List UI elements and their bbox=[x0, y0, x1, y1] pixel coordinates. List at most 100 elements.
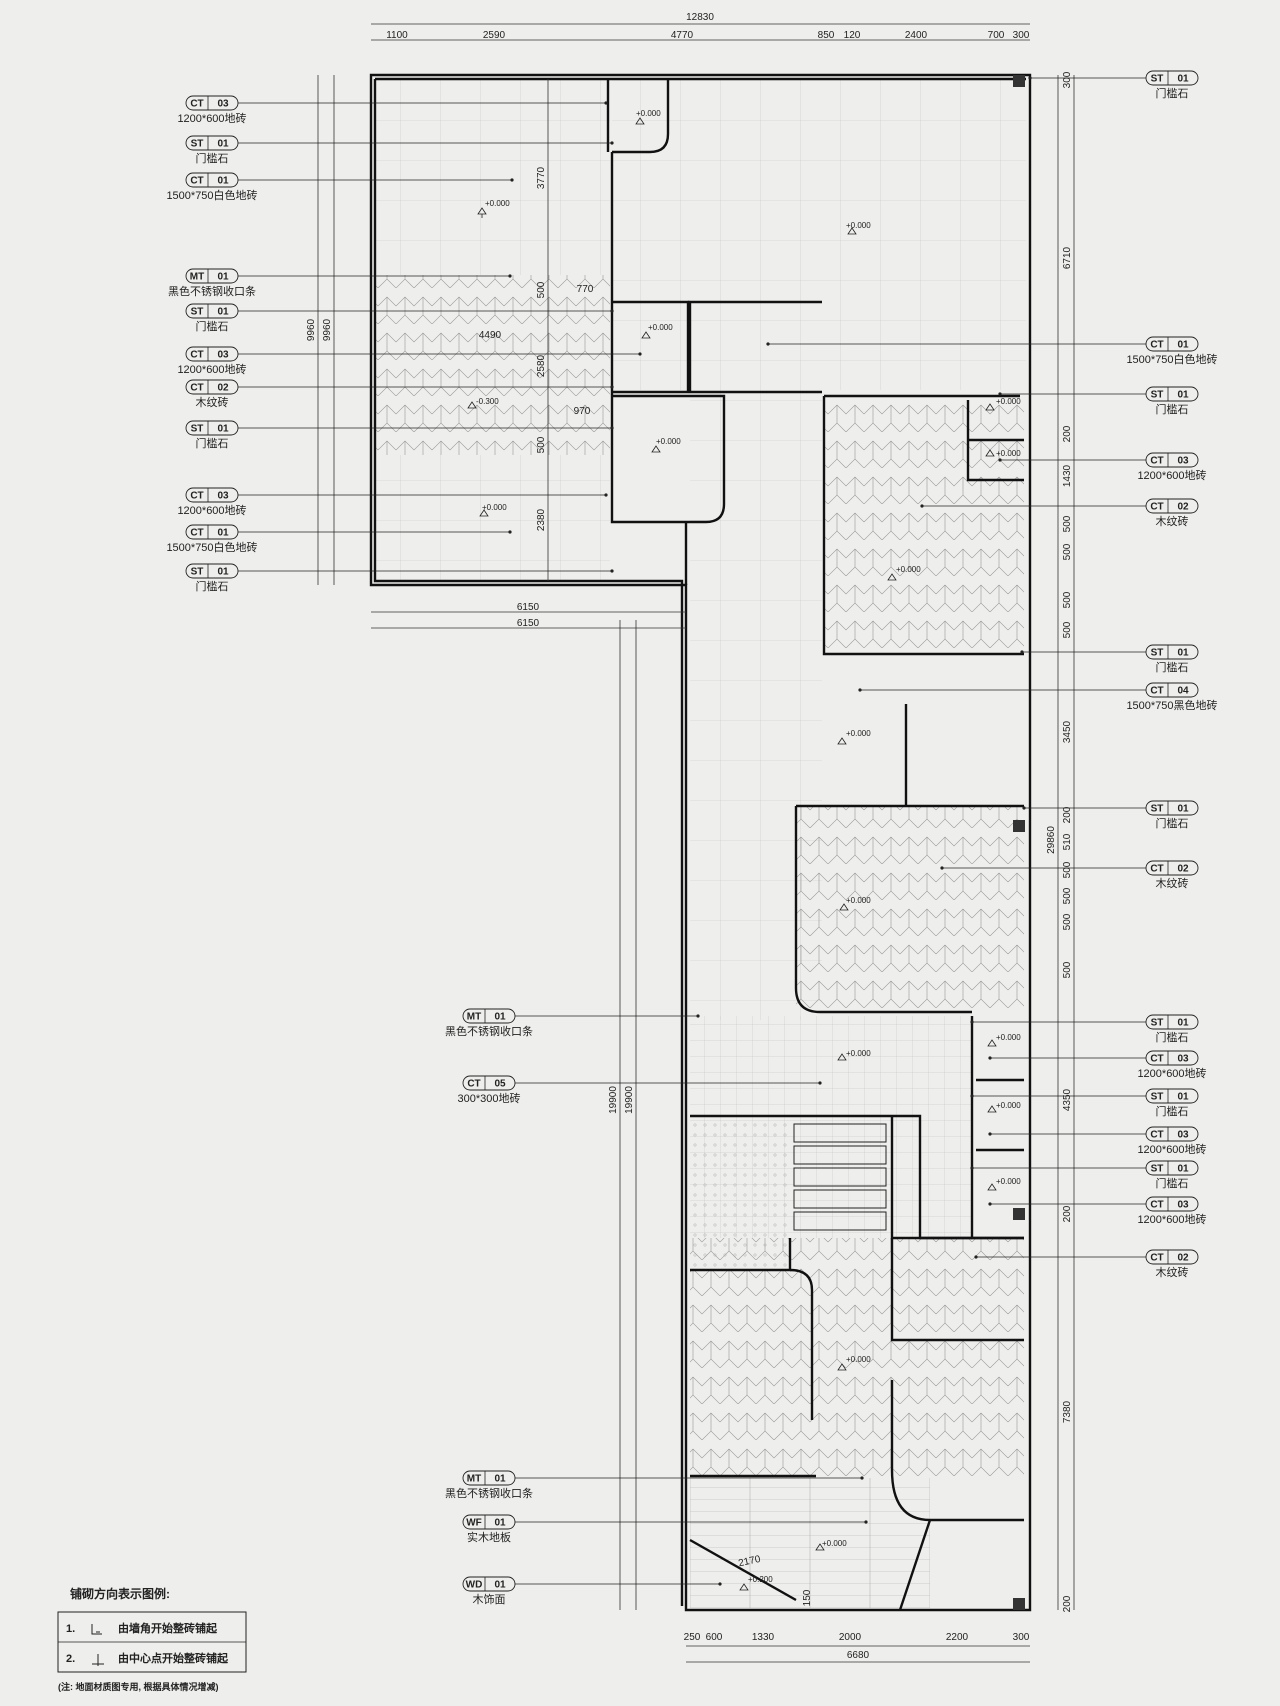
level-mark: +0.000 bbox=[837, 1049, 871, 1061]
callout-label: 实木地板 bbox=[467, 1530, 511, 1544]
svg-text:+0.000: +0.000 bbox=[648, 323, 673, 332]
callout-number: 04 bbox=[1177, 686, 1189, 697]
callout-point bbox=[638, 352, 642, 356]
callout-number: 01 bbox=[1177, 1092, 1189, 1103]
svg-text:+0.000: +0.000 bbox=[996, 1033, 1021, 1042]
callout-point bbox=[970, 1094, 974, 1098]
callout-number: 01 bbox=[1177, 1164, 1189, 1175]
level-mark: +0.000 bbox=[987, 1177, 1021, 1191]
svg-text:+0.200: +0.200 bbox=[748, 1575, 773, 1584]
level-mark: +0.000 bbox=[839, 896, 871, 911]
level-mark: +0.000 bbox=[641, 323, 673, 339]
callout-number: 01 bbox=[217, 424, 229, 435]
callout-label: 1200*600地砖 bbox=[1137, 468, 1206, 482]
callout-point bbox=[696, 1014, 700, 1018]
callout-code: ST bbox=[191, 567, 204, 578]
svg-text:+0.000: +0.000 bbox=[846, 1049, 871, 1058]
dim-diag-2170: 2170 bbox=[737, 1554, 761, 1569]
callout-point bbox=[610, 385, 614, 389]
callout-label: 门槛石 bbox=[1156, 660, 1189, 674]
callout-number: 01 bbox=[1177, 390, 1189, 401]
callout-number: 01 bbox=[1177, 1018, 1189, 1029]
dim-top-seg: 2400 bbox=[905, 30, 928, 41]
level-mark: +0.000 bbox=[477, 199, 510, 218]
callout-number: 01 bbox=[217, 176, 229, 187]
callout-label: 1200*600地砖 bbox=[1137, 1066, 1206, 1080]
level-mark: +0.000 bbox=[887, 565, 921, 581]
callout-number: 01 bbox=[1177, 648, 1189, 659]
callout-label: 黑色不锈钢收口条 bbox=[445, 1486, 533, 1500]
dim-top-seg: 1100 bbox=[386, 30, 408, 41]
callout-point bbox=[860, 1476, 864, 1480]
svg-text:-0.300: -0.300 bbox=[476, 397, 499, 406]
callout-label: 木纹砖 bbox=[1156, 514, 1189, 528]
level-mark: +0.000 bbox=[815, 1539, 847, 1551]
callout-point bbox=[610, 426, 614, 430]
callout-point bbox=[604, 493, 608, 497]
callout-label: 门槛石 bbox=[1156, 1104, 1189, 1118]
callout-label: 门槛石 bbox=[196, 151, 229, 165]
dim-right-seg: 500 bbox=[1062, 591, 1073, 608]
callout-number: 01 bbox=[217, 139, 229, 150]
callout-point bbox=[718, 1582, 722, 1586]
callout-label: 黑色不锈钢收口条 bbox=[445, 1024, 533, 1038]
callout-label: 门槛石 bbox=[1156, 1176, 1189, 1190]
callout-code: CT bbox=[1150, 1130, 1163, 1141]
callout-code: CT bbox=[1150, 340, 1163, 351]
dim-right-seg: 7380 bbox=[1062, 1400, 1073, 1423]
level-mark: +0.000 bbox=[985, 449, 1021, 458]
callout-number: 01 bbox=[1177, 74, 1189, 85]
walls bbox=[369, 73, 1032, 1612]
callout-code: CT bbox=[1150, 1054, 1163, 1065]
callout-code: WF bbox=[466, 1518, 482, 1529]
legend-item1-num: 1. bbox=[66, 1623, 75, 1635]
level-mark: +0.000 bbox=[987, 1033, 1021, 1047]
callout-point bbox=[998, 458, 1002, 462]
dim-left-seg: 3770 bbox=[536, 166, 547, 189]
level-mark: +0.000 bbox=[479, 503, 507, 517]
callout-code: CT bbox=[1150, 502, 1163, 513]
callout-point bbox=[610, 309, 614, 313]
callout-code: ST bbox=[191, 424, 204, 435]
callout-code: MT bbox=[467, 1012, 481, 1023]
callout-code: MT bbox=[190, 272, 204, 283]
dim-right-seg: 500 bbox=[1062, 913, 1073, 930]
dim-top-seg: 300 bbox=[1013, 30, 1030, 41]
level-mark: +0.000 bbox=[635, 109, 661, 125]
callout-label: 门槛石 bbox=[196, 319, 229, 333]
dim-left-seg: 500 bbox=[536, 436, 547, 453]
callout-point bbox=[988, 1056, 992, 1060]
svg-text:+0.000: +0.000 bbox=[482, 503, 507, 512]
callout-number: 01 bbox=[217, 272, 229, 283]
callout-label: 1200*600地砖 bbox=[177, 111, 246, 125]
level-mark: +0.000 bbox=[985, 397, 1021, 411]
dim-right-seg: 3450 bbox=[1062, 720, 1073, 743]
callout-label: 黑色不锈钢收口条 bbox=[168, 284, 256, 298]
callout-label: 门槛石 bbox=[1156, 1030, 1189, 1044]
legend-note: (注: 地面材质图专用, 根据具体情况增减) bbox=[58, 1681, 219, 1692]
callout-label: 1200*600地砖 bbox=[177, 503, 246, 517]
dim-right-seg: 500 bbox=[1062, 621, 1073, 638]
callout-code: WD bbox=[466, 1580, 483, 1591]
dim-top-seg: 2590 bbox=[483, 30, 506, 41]
dim-right-total: 29860 bbox=[1046, 826, 1057, 854]
callout-code: CT bbox=[1150, 1200, 1163, 1211]
